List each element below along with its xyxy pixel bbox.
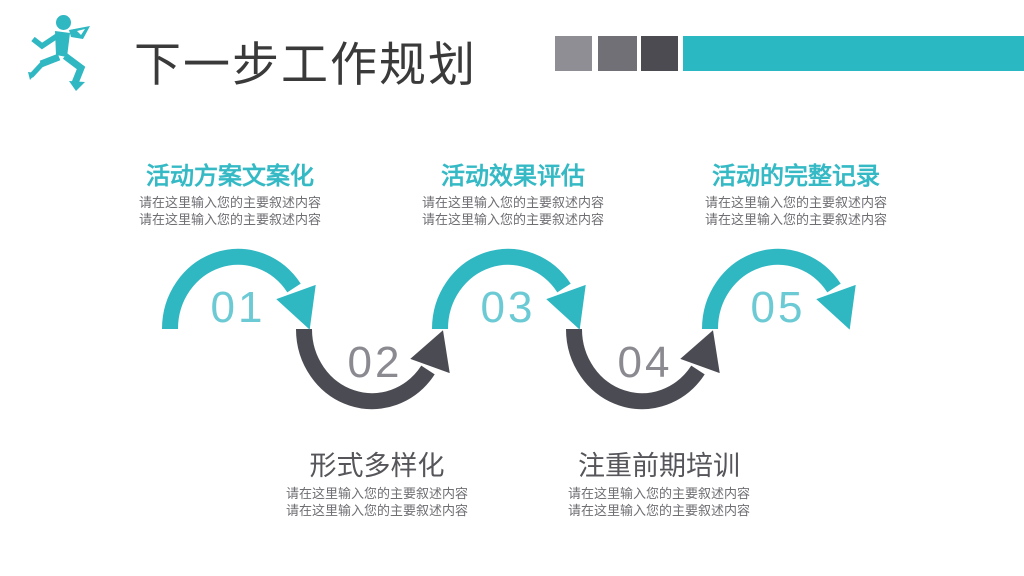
arc-step-1: [161, 248, 316, 330]
step-number-2: 02: [347, 338, 403, 387]
step-title: 注重前期培训: [577, 451, 740, 481]
step-block-1: 活动方案文案化 请在这里输入您的主要叙述内容 请在这里输入您的主要叙述内容: [139, 163, 321, 228]
arc-step-2: [295, 328, 450, 410]
step-desc-line: 请在这里输入您的主要叙述内容: [567, 486, 751, 502]
step-number-1: 01: [210, 283, 266, 332]
decor-accent-bar: [683, 36, 1024, 71]
step-desc-line: 请在这里输入您的主要叙述内容: [421, 211, 605, 227]
arc-step-4: [565, 328, 720, 410]
step-desc-line: 请在这里输入您的主要叙述内容: [138, 211, 322, 227]
arc-step-3: [431, 248, 586, 330]
step-desc-line: 请在这里输入您的主要叙述内容: [421, 194, 605, 210]
step-desc-line: 请在这里输入您的主要叙述内容: [704, 194, 888, 210]
step-number-3: 03: [480, 283, 536, 332]
step-number-5: 05: [750, 283, 806, 332]
step-title: 活动的完整记录: [711, 163, 880, 190]
step-block-4: 注重前期培训 请在这里输入您的主要叙述内容 请在这里输入您的主要叙述内容: [568, 451, 750, 519]
decor-square-2: [598, 36, 637, 71]
step-desc-line: 请在这里输入您的主要叙述内容: [704, 211, 888, 227]
step-title: 活动效果评估: [440, 163, 585, 190]
step-number-4: 04: [617, 338, 673, 387]
step-block-2: 形式多样化 请在这里输入您的主要叙述内容 请在这里输入您的主要叙述内容: [286, 451, 468, 519]
step-desc-line: 请在这里输入您的主要叙述内容: [285, 503, 469, 519]
step-desc-line: 请在这里输入您的主要叙述内容: [138, 194, 322, 210]
slide-title: 下一步工作规划: [134, 38, 477, 91]
step-desc-line: 请在这里输入您的主要叙述内容: [285, 486, 469, 502]
step-title: 活动方案文案化: [145, 163, 314, 190]
step-block-3: 活动效果评估 请在这里输入您的主要叙述内容 请在这里输入您的主要叙述内容: [422, 163, 604, 228]
decor-square-1: [555, 36, 592, 71]
arc-step-5: [701, 248, 856, 330]
step-title: 形式多样化: [309, 451, 445, 481]
step-block-5: 活动的完整记录 请在这里输入您的主要叙述内容 请在这里输入您的主要叙述内容: [705, 163, 887, 228]
step-desc-line: 请在这里输入您的主要叙述内容: [567, 503, 751, 519]
process-wave-diagram: [161, 248, 856, 410]
decor-square-3: [641, 36, 678, 71]
runner-icon: [28, 15, 90, 91]
